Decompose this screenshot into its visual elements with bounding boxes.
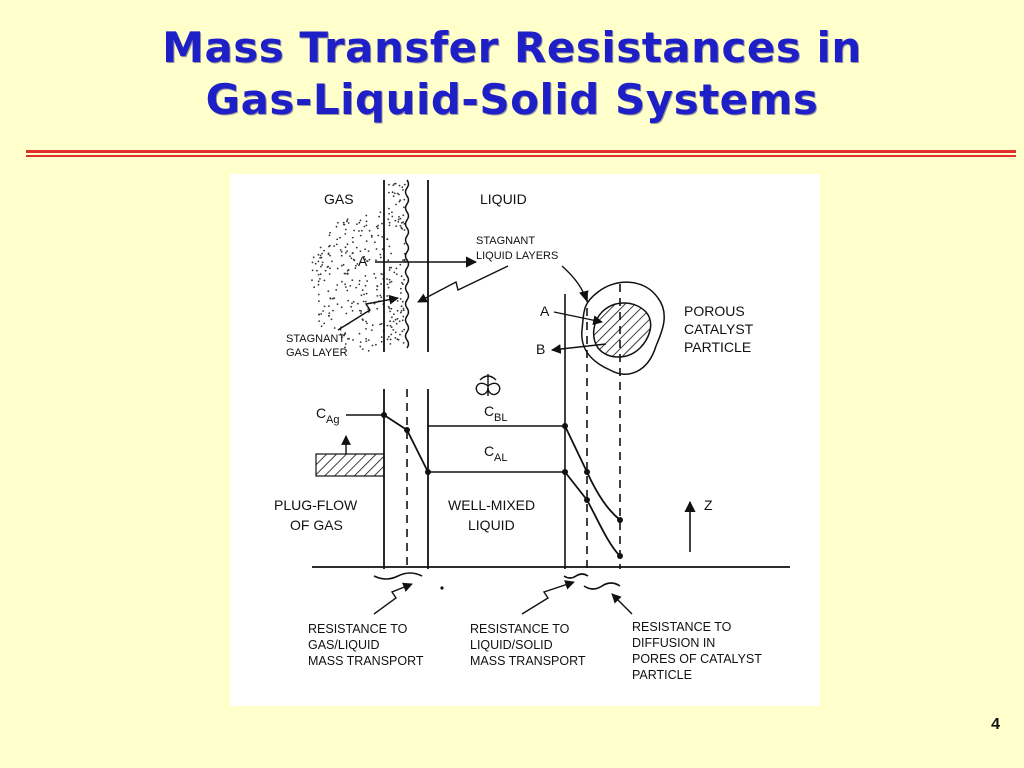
label-mixed-1: WELL-MIXED [448,497,535,513]
label-res2-2: LIQUID/SOLID [470,638,553,652]
svg-text:AL: AL [494,452,507,464]
label-plug-1: PLUG-FLOW [274,497,358,513]
label-porous-2: CATALYST [684,321,754,337]
svg-text:C: C [484,403,494,419]
label-res1-2: GAS/LIQUID [308,638,380,652]
brace-liquid-solid [563,573,589,579]
b-profile-curve [564,425,621,521]
label-c-ag: C Ag [316,405,339,426]
label-porous-1: POROUS [684,303,745,319]
gas-film-dots [386,182,406,345]
svg-text:Ag: Ag [326,414,339,426]
stirrer-icon [475,374,501,396]
label-stagnant-liquid-2: LIQUID LAYERS [476,250,558,262]
label-c-al: C AL [484,443,507,464]
label-plug-2: OF GAS [290,517,343,533]
mass-transfer-diagram: GAS LIQUID A STAGNANT LIQUID LAYERS STAG… [230,174,820,706]
plug-flow-hatch [315,453,385,477]
label-res1-3: MASS TRANSPORT [308,654,424,668]
pointer-to-liquid-film [417,265,509,303]
label-stagnant-gas-2: GAS LAYER [286,347,348,359]
label-species-a-particle: A [540,303,550,319]
pointer-to-particle-film [561,265,589,301]
label-res3-1: RESISTANCE TO [632,620,732,634]
label-c-bl: C BL [484,403,507,424]
svg-text:BL: BL [494,412,507,424]
pointer-to-gas-film [337,294,399,331]
slide-title: Mass Transfer Resistances in Gas-Liquid-… [0,22,1024,126]
label-liquid: LIQUID [480,191,527,207]
label-species-a-gas: A [358,253,368,269]
brace-gas-liquid [373,572,423,580]
title-line-1: Mass Transfer Resistances in [162,23,862,72]
label-res1-1: RESISTANCE TO [308,622,408,636]
page-number: 4 [991,716,1000,733]
label-res2-3: MASS TRANSPORT [470,654,586,668]
label-species-b-particle: B [536,341,545,357]
pointer-res3 [611,593,633,615]
title-underline-top [26,150,1016,153]
arrow-b-out-of-particle [551,343,607,354]
brace-pore-diffusion [583,582,621,590]
label-res2-1: RESISTANCE TO [470,622,570,636]
svg-text:C: C [484,443,494,459]
interface-wavy-line [404,179,410,349]
label-gas: GAS [324,191,354,207]
title-line-2: Gas-Liquid-Solid Systems [205,75,819,124]
svg-text:C: C [316,405,326,421]
label-res3-2: DIFFUSION IN [632,636,715,650]
gas-dots [311,211,385,352]
label-porous-3: PARTICLE [684,339,751,355]
pointer-res2 [521,580,575,615]
arrow-a-into-particle [553,311,603,325]
profile-points [381,412,623,559]
label-stagnant-liquid-1: STAGNANT [476,235,535,247]
label-mixed-2: LIQUID [468,517,515,533]
label-res3-4: PARTICLE [632,668,692,682]
label-stagnant-gas-1: STAGNANT [286,333,345,345]
label-res3-3: PORES OF CATALYST [632,652,762,666]
brace-dot [440,586,444,590]
title-underline-bottom [26,155,1016,157]
label-z-axis: Z [704,497,713,513]
catalyst-core [592,302,652,358]
pointer-res1 [373,582,413,615]
gas-profile-curve [383,414,429,473]
